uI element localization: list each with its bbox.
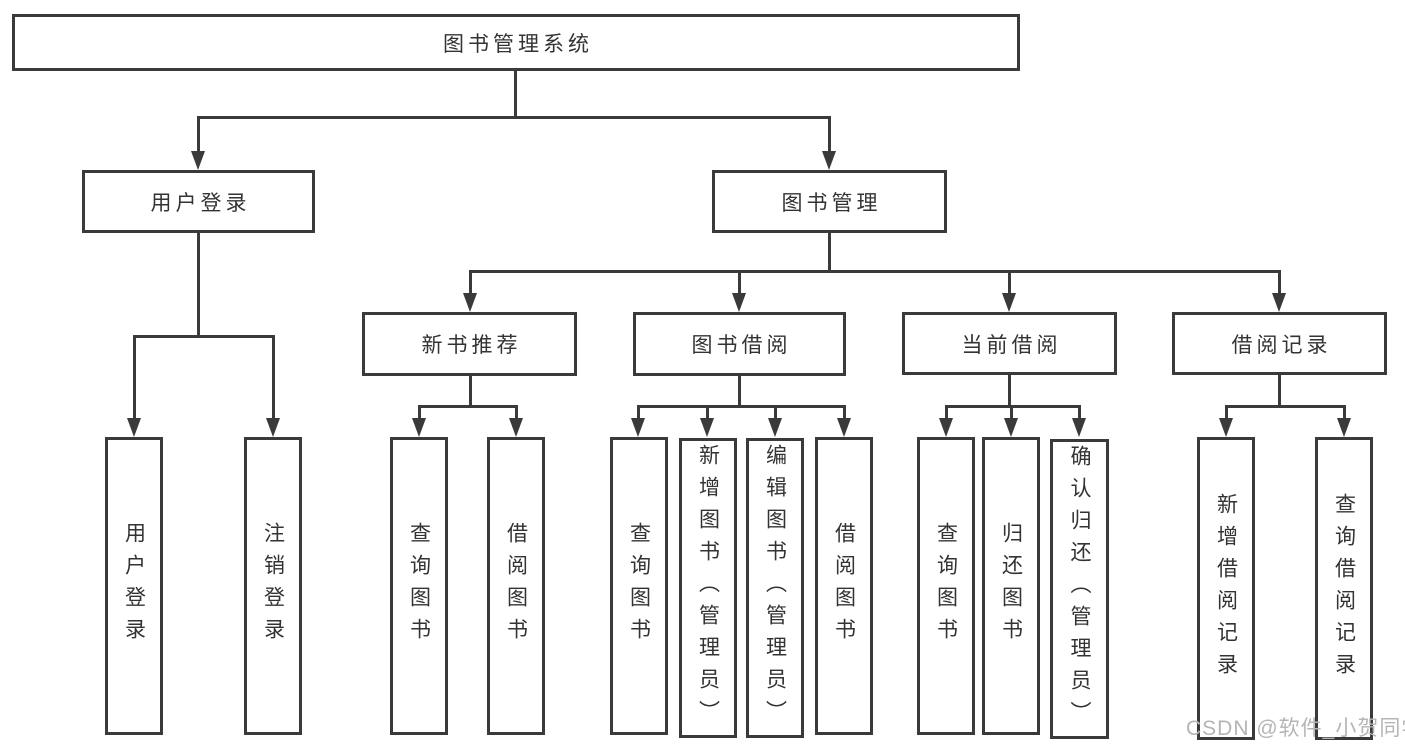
arrow-down-icon — [191, 151, 205, 170]
leaf-logout-label: 注销登录 — [261, 522, 285, 650]
leaf-br-query-record-label: 查询借阅记录 — [1332, 492, 1356, 685]
arrow-down-icon — [412, 418, 426, 437]
arrow-down-icon — [127, 418, 141, 437]
connector-nbr-stem — [469, 376, 472, 408]
node-book-borrowing-label: 图书借阅 — [691, 334, 792, 357]
arrow-down-icon — [1002, 293, 1016, 312]
leaf-bb-add-books-admin-label: 新增图书（管理员） — [696, 444, 720, 732]
leaf-cb-return-books-label: 归还图书 — [999, 522, 1023, 650]
connector-nbr-drop-2 — [515, 405, 518, 419]
leaf-user-login: 用户登录 — [105, 437, 163, 735]
connector-book-mgmt-stem — [828, 233, 831, 273]
connector-user-login-stem — [197, 233, 200, 337]
arrow-down-icon — [822, 151, 836, 170]
arrow-down-icon — [732, 293, 746, 312]
arrow-down-icon — [939, 418, 953, 437]
arrow-down-icon — [509, 418, 523, 437]
connector-br-drop-1 — [1225, 405, 1228, 419]
node-library-management-system: 图书管理系统 — [12, 14, 1020, 71]
connector-br-stem — [1278, 375, 1281, 408]
arrow-down-icon — [837, 418, 851, 437]
node-new-book-recommend-label: 新书推荐 — [421, 334, 522, 357]
leaf-user-login-label: 用户登录 — [122, 522, 146, 650]
arrow-down-icon — [1219, 418, 1233, 437]
connector-user-login-crossbar — [133, 335, 274, 338]
leaf-cb-query-books-label: 查询图书 — [934, 522, 958, 650]
leaf-cb-query-books: 查询图书 — [917, 437, 975, 735]
arrow-down-icon — [768, 418, 782, 437]
leaf-bb-borrow-books: 借阅图书 — [815, 437, 873, 735]
leaf-logout: 注销登录 — [244, 437, 302, 735]
connector-nbr-crossbar — [418, 405, 518, 408]
connector-cb-crossbar — [945, 405, 1081, 408]
leaf-bb-edit-books-admin: 编辑图书（管理员） — [746, 438, 804, 738]
arrow-down-icon — [266, 418, 280, 437]
connector-user-login-drop-1 — [133, 335, 136, 419]
leaf-nbr-query-books: 查询图书 — [390, 437, 448, 735]
leaf-cb-confirm-return-admin: 确认归还（管理员） — [1050, 439, 1109, 739]
connector-book-mgmt-drop-3 — [1008, 270, 1011, 295]
connector-book-mgmt-drop-4 — [1278, 270, 1281, 295]
arrow-down-icon — [1337, 418, 1351, 437]
connector-br-crossbar — [1225, 405, 1346, 408]
leaf-cb-confirm-return-admin-label: 确认归还（管理员） — [1068, 445, 1091, 733]
leaf-br-add-record: 新增借阅记录 — [1197, 437, 1255, 740]
leaf-bb-add-books-admin: 新增图书（管理员） — [679, 438, 737, 738]
node-book-management-label: 图书管理 — [781, 191, 882, 215]
connector-root-right-drop — [828, 116, 831, 153]
leaf-bb-query-books: 查询图书 — [610, 437, 668, 735]
connector-user-login-drop-2 — [272, 335, 275, 419]
leaf-cb-return-books: 归还图书 — [982, 437, 1040, 735]
node-borrowing-records: 借阅记录 — [1172, 312, 1387, 375]
connector-bb-drop-2 — [706, 405, 709, 419]
connector-book-mgmt-crossbar — [469, 270, 1281, 273]
arrow-down-icon — [631, 418, 645, 437]
node-book-management: 图书管理 — [712, 170, 947, 233]
connector-cb-drop-2 — [1010, 405, 1013, 419]
connector-bb-stem — [738, 376, 741, 408]
connector-cb-stem — [1008, 375, 1011, 408]
leaf-br-add-record-label: 新增借阅记录 — [1214, 492, 1238, 685]
arrow-down-icon — [463, 293, 477, 312]
connector-br-drop-2 — [1343, 405, 1346, 419]
connector-cb-drop-1 — [945, 405, 948, 419]
connector-bb-drop-1 — [637, 405, 640, 419]
leaf-nbr-borrow-books: 借阅图书 — [487, 437, 545, 735]
arrow-down-icon — [1072, 418, 1086, 437]
connector-root-crossbar — [197, 116, 831, 119]
leaf-bb-query-books-label: 查询图书 — [627, 522, 651, 650]
connector-book-mgmt-drop-2 — [738, 270, 741, 295]
leaf-bb-edit-books-admin-label: 编辑图书（管理员） — [763, 444, 787, 732]
leaf-bb-borrow-books-label: 借阅图书 — [832, 522, 856, 650]
node-borrowing-records-label: 借阅记录 — [1231, 333, 1332, 357]
node-library-management-system-label: 图书管理系统 — [443, 32, 593, 56]
leaf-nbr-borrow-books-label: 借阅图书 — [504, 522, 528, 650]
connector-nbr-drop-1 — [418, 405, 421, 419]
connector-book-mgmt-drop-1 — [469, 270, 472, 295]
connector-bb-drop-4 — [843, 405, 846, 419]
connector-bb-drop-3 — [774, 405, 777, 419]
node-book-borrowing: 图书借阅 — [633, 312, 846, 376]
arrow-down-icon — [700, 418, 714, 437]
node-current-borrowing: 当前借阅 — [902, 312, 1117, 375]
node-user-login: 用户登录 — [82, 170, 315, 233]
leaf-br-query-record: 查询借阅记录 — [1315, 437, 1373, 740]
leaf-nbr-query-books-label: 查询图书 — [407, 522, 431, 650]
connector-root-left-drop — [197, 116, 200, 153]
connector-root-stem — [514, 71, 517, 118]
node-new-book-recommend: 新书推荐 — [362, 312, 577, 376]
connector-bb-crossbar — [637, 405, 846, 408]
node-current-borrowing-label: 当前借阅 — [961, 333, 1062, 357]
arrow-down-icon — [1272, 293, 1286, 312]
node-user-login-label: 用户登录 — [150, 191, 251, 215]
csdn-watermark: CSDN @软件_小贺同学 — [1186, 717, 1405, 740]
arrow-down-icon — [1004, 418, 1018, 437]
connector-cb-drop-3 — [1078, 405, 1081, 419]
